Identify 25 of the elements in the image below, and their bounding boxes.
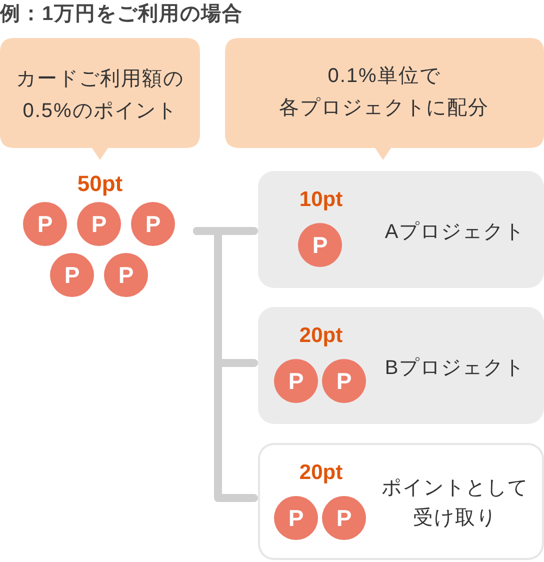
points-amount: 20pt <box>299 324 343 348</box>
point-coin: P <box>23 202 67 246</box>
bubble-text: カードご利用額の0.5%のポイント <box>16 67 184 124</box>
allocation-label: ポイントとして受け取り <box>382 476 528 531</box>
point-coin: P <box>322 359 366 403</box>
point-coin: P <box>131 202 175 246</box>
bubble-text: 0.1%単位で各プロジェクトに配分 <box>279 64 489 121</box>
point-coin: P <box>274 359 318 403</box>
allocation-card <box>258 171 544 288</box>
point-coin: P <box>104 253 148 297</box>
allocation-card <box>258 443 544 560</box>
points-total: 50pt <box>77 171 123 197</box>
connector-line <box>193 227 258 502</box>
point-coin: P <box>50 253 94 297</box>
allocation-label: Aプロジェクト <box>384 220 526 245</box>
speech-bubble <box>225 38 544 160</box>
allocation-label: Bプロジェクト <box>384 356 526 381</box>
point-coin: P <box>274 496 318 540</box>
points-amount: 20pt <box>299 461 343 485</box>
speech-bubble <box>0 38 200 160</box>
allocation-card <box>258 307 544 424</box>
points-amount: 10pt <box>299 188 343 212</box>
point-coin: P <box>322 496 366 540</box>
point-coin: P <box>298 223 342 267</box>
point-coin: P <box>77 202 121 246</box>
